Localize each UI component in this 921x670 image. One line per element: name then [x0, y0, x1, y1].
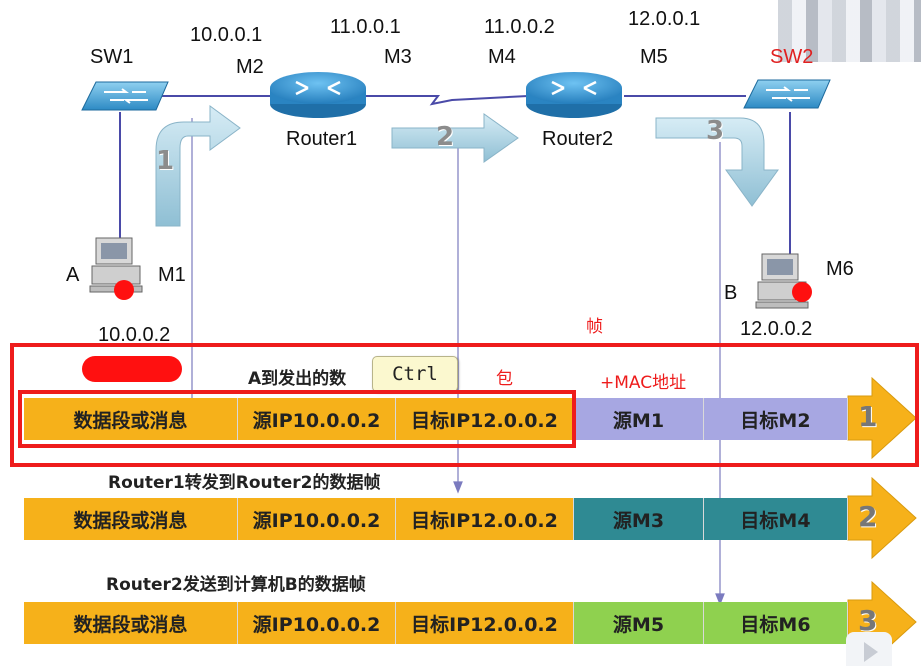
frame-row-1: 数据段或消息 源IP10.0.0.2 目标IP12.0.0.2 源M1 目标M2 — [24, 398, 848, 440]
frame-badge-3: 3 — [858, 604, 878, 637]
frame-src-mac-cell: 源M1 — [574, 398, 704, 440]
label-ip-m4: 11.0.0.2 — [484, 16, 555, 38]
label-router2: Router2 — [542, 128, 614, 150]
label-sw2: SW2 — [770, 46, 814, 68]
frame-dst-ip-cell: 目标IP12.0.0.2 — [396, 498, 574, 540]
highlight-frame-box — [10, 343, 919, 467]
step-arrow-3 — [655, 117, 779, 207]
label-ip-a: 10.0.0.2 — [98, 324, 171, 346]
frame-data-cell: 数据段或消息 — [24, 398, 238, 440]
play-button[interactable] — [846, 632, 892, 666]
label-ip-m3: 11.0.0.1 — [330, 16, 401, 38]
label-port-m4: M4 — [488, 46, 516, 68]
label-router1: Router1 — [286, 128, 358, 150]
router-icon-router2 — [526, 72, 622, 118]
step-label-3: 3 — [706, 116, 725, 146]
step-label-2: 2 — [436, 122, 455, 152]
frame-title-1: A到发出的数 — [248, 369, 347, 389]
highlight-packet-box — [18, 390, 576, 448]
step-label-1: 1 — [156, 146, 175, 176]
frame-row-2: 数据段或消息 源IP10.0.0.2 目标IP12.0.0.2 源M3 目标M4 — [24, 498, 848, 540]
frame-title-2: Router1转发到Router2的数据帧 — [108, 473, 381, 493]
frame-data-cell: 数据段或消息 — [24, 602, 238, 644]
redacted-mark — [82, 356, 182, 382]
label-sw1: SW1 — [90, 46, 134, 68]
frame-dst-ip-cell: 目标IP12.0.0.2 — [396, 398, 574, 440]
computer-icon-b — [755, 253, 812, 309]
frame-dst-mac-cell: 目标M4 — [704, 498, 848, 540]
label-host-a: A — [66, 264, 80, 286]
frame-badge-1: 1 — [858, 400, 878, 433]
blurred-region — [778, 0, 921, 62]
label-host-b: B — [724, 282, 738, 304]
step-arrow-2 — [391, 113, 519, 163]
frame-row-3: 数据段或消息 源IP10.0.0.2 目标IP12.0.0.2 源M5 目标M6 — [24, 602, 848, 644]
label-port-m3: M3 — [384, 46, 412, 68]
frame-dst-mac-cell: 目标M6 — [704, 602, 848, 644]
frame-src-ip-cell: 源IP10.0.0.2 — [238, 602, 396, 644]
note-frame: 帧 — [586, 317, 603, 337]
label-ip-m5: 12.0.0.1 — [628, 8, 701, 30]
note-packet: 包 — [496, 369, 513, 389]
frame-dst-mac-cell: 目标M2 — [704, 398, 848, 440]
frame-src-ip-cell: 源IP10.0.0.2 — [238, 398, 396, 440]
label-port-m2: M2 — [236, 56, 264, 78]
frame-data-cell: 数据段或消息 — [24, 498, 238, 540]
ctrl-key-hint: Ctrl — [372, 356, 458, 392]
step-arrow-1 — [155, 105, 241, 227]
note-mac: +MAC地址 — [600, 373, 687, 393]
label-ip-m2: 10.0.0.1 — [190, 24, 263, 46]
label-port-m1: M1 — [158, 264, 186, 286]
switch-icon-sw1 — [81, 81, 169, 111]
computer-icon-a — [89, 237, 143, 300]
router-icon-router1 — [270, 72, 366, 118]
label-port-m6: M6 — [826, 258, 854, 280]
frame-badge-2: 2 — [858, 500, 878, 533]
frame-dst-ip-cell: 目标IP12.0.0.2 — [396, 602, 574, 644]
frame-src-mac-cell: 源M5 — [574, 602, 704, 644]
switch-icon-sw2 — [743, 79, 831, 109]
label-ip-b: 12.0.0.2 — [740, 318, 813, 340]
frame-src-ip-cell: 源IP10.0.0.2 — [238, 498, 396, 540]
play-icon — [864, 642, 878, 662]
label-port-m5: M5 — [640, 46, 668, 68]
frame-title-3: Router2发送到计算机B的数据帧 — [106, 575, 366, 595]
network-links — [119, 95, 791, 258]
frame-src-mac-cell: 源M3 — [574, 498, 704, 540]
